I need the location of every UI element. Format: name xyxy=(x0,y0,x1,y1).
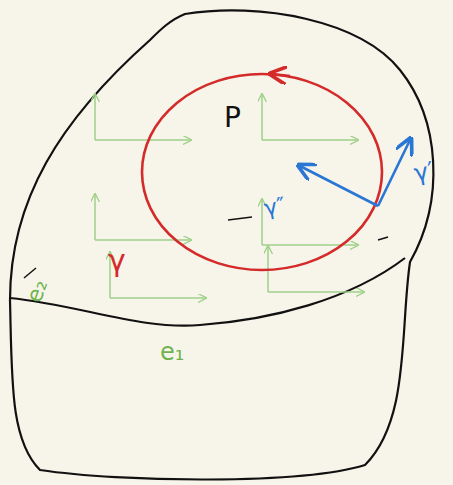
vector-gamma-prime xyxy=(378,140,410,206)
point-label: P xyxy=(224,104,241,132)
basis-label: e₁ xyxy=(160,340,184,364)
surface-equator xyxy=(10,258,405,326)
mark-dash xyxy=(378,237,388,240)
vector-gamma-second xyxy=(300,166,378,206)
frame-vector xyxy=(110,297,205,299)
curve-gamma xyxy=(142,74,382,270)
frame-vector xyxy=(95,139,190,141)
frame-vector xyxy=(262,139,357,141)
vector-label: γ′ xyxy=(412,158,436,185)
frame-vector xyxy=(268,291,363,293)
frame-vector xyxy=(94,95,96,140)
curve-direction-arrow xyxy=(272,74,290,76)
vector-label: γ″ xyxy=(262,194,287,219)
curve-label: γ xyxy=(108,246,126,276)
frame-vector xyxy=(261,200,263,245)
frame-vector xyxy=(261,95,263,140)
mark-dash xyxy=(228,217,252,220)
surface-outline xyxy=(10,10,433,479)
frame-vector xyxy=(94,195,96,240)
